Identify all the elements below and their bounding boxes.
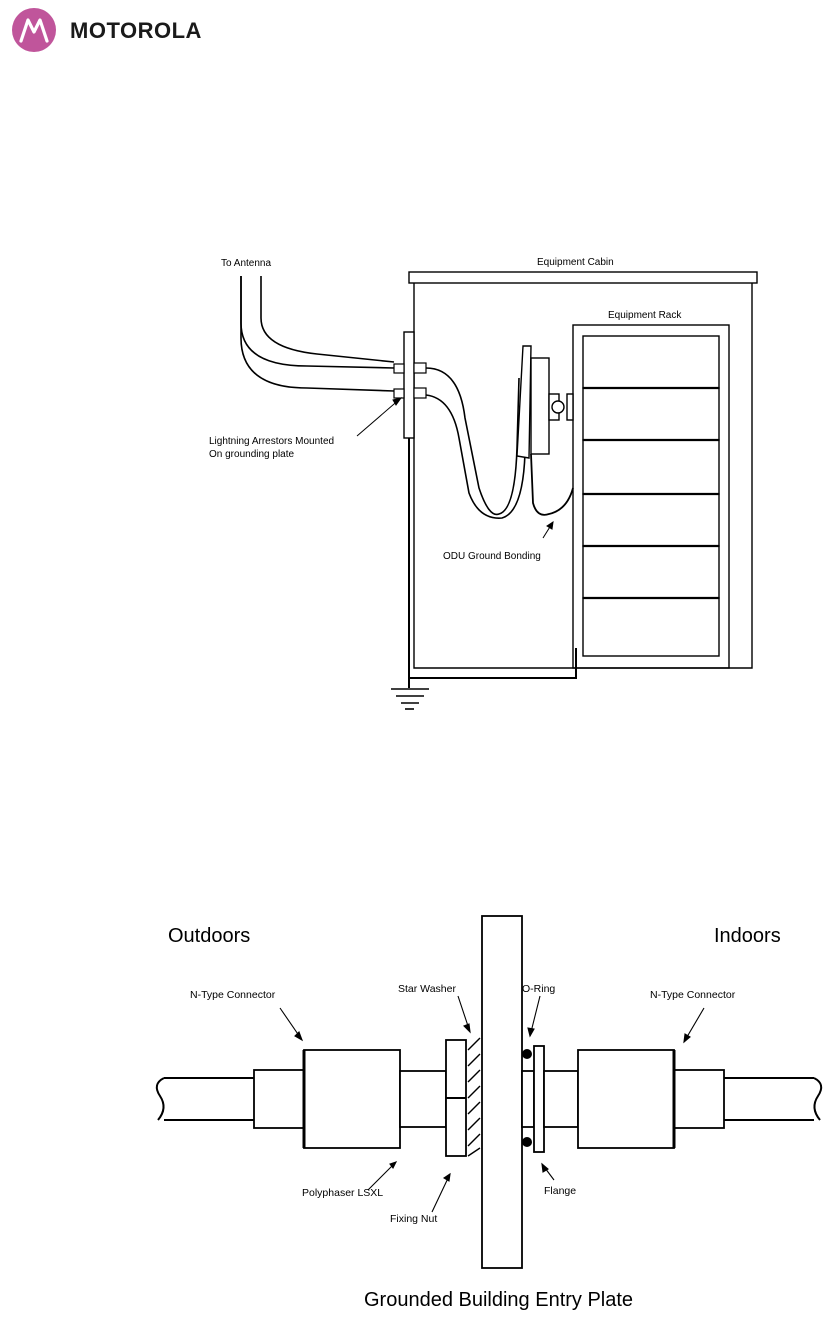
grounding-plate (404, 332, 414, 438)
o-ring-top (522, 1049, 532, 1059)
label-n-type-connector-left: N-Type Connector (190, 989, 276, 1001)
label-odu-ground-bonding: ODU Ground Bonding (443, 551, 541, 562)
through-barrel (522, 1071, 534, 1127)
polyphaser-body (400, 1071, 446, 1127)
motorola-logo: MOTOROLA (12, 8, 272, 56)
label-equipment-cabin: Equipment Cabin (537, 257, 614, 268)
flange (534, 1046, 544, 1152)
entry-plate (482, 916, 522, 1268)
label-arrestors-line2: On grounding plate (209, 449, 295, 460)
label-fixing-nut: Fixing Nut (390, 1213, 437, 1225)
lightning-arrestor (394, 389, 404, 398)
label-equipment-rack: Equipment Rack (608, 310, 682, 321)
label-flange: Flange (544, 1185, 576, 1197)
entry-plate-diagram: Outdoors Indoors N-Type Connector Star W… (150, 912, 830, 1319)
n-type-connector-right (578, 1050, 674, 1148)
n-type-boot-left (254, 1070, 304, 1128)
label-arrestors-line1: Lightning Arrestors Mounted (209, 436, 334, 447)
label-plate-caption: Grounded Building Entry Plate (364, 1289, 633, 1311)
label-outdoors: Outdoors (168, 925, 250, 947)
o-ring-bottom (522, 1137, 532, 1147)
label-n-type-connector-right: N-Type Connector (650, 989, 736, 1001)
cabin-grounding-diagram: To Antenna Equipment Cabin Equipment Rac… (197, 248, 775, 726)
label-star-washer: Star Washer (398, 983, 456, 995)
n-type-connector-left (304, 1050, 400, 1148)
lightning-arrestor (394, 364, 404, 373)
brand-name: MOTOROLA (70, 18, 202, 44)
label-polyphaser: Polyphaser LSXL (302, 1187, 383, 1199)
label-o-ring: O-Ring (522, 983, 555, 995)
motorola-batwing-icon (12, 8, 56, 52)
label-to-antenna: To Antenna (221, 258, 271, 269)
label-indoors: Indoors (714, 925, 781, 947)
n-type-boot-right (674, 1070, 724, 1128)
